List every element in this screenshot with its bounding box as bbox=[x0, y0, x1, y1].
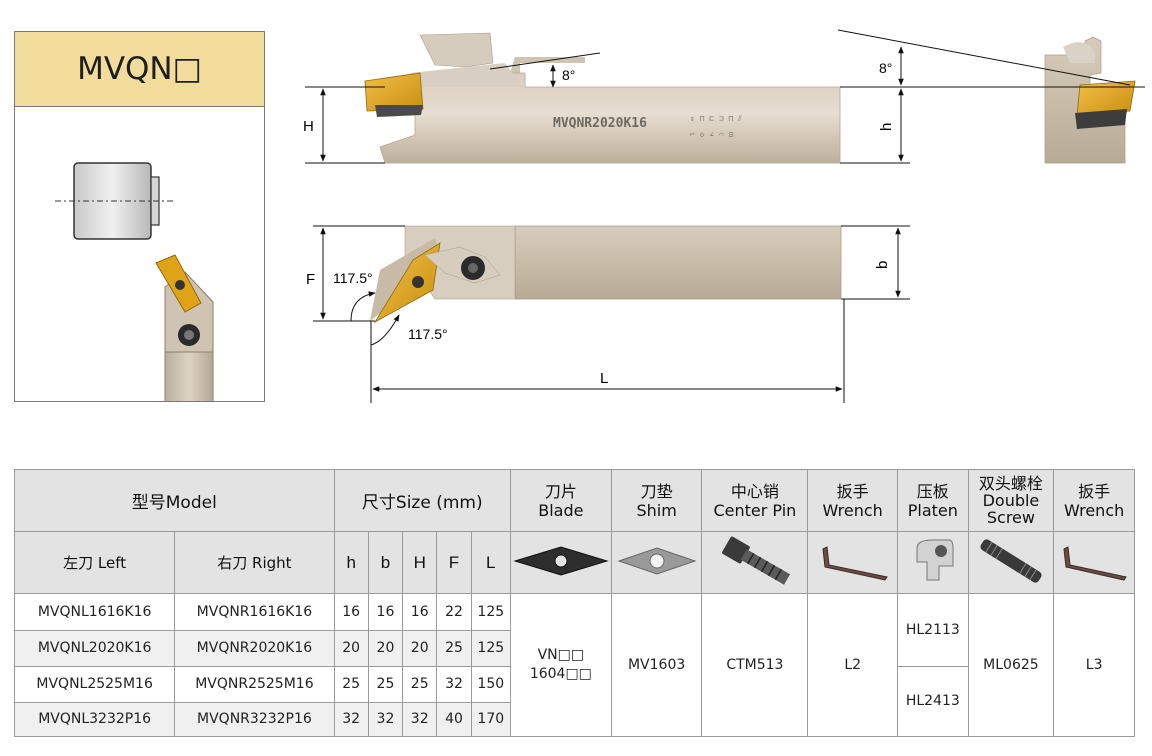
row-3-right: MVQNR3232P16 bbox=[174, 701, 335, 738]
row-3-left: MVQNL3232P16 bbox=[13, 701, 176, 738]
wrench-value: L2 bbox=[807, 593, 899, 737]
row-0-H: 16 bbox=[402, 593, 438, 631]
row-0-F: 22 bbox=[436, 593, 472, 631]
double-screw-value: ML0625 bbox=[967, 593, 1055, 737]
model-marking: MVQNR2020K16 bbox=[553, 116, 647, 131]
wrench-2-value: L3 bbox=[1053, 593, 1135, 737]
top-view-holder bbox=[370, 225, 842, 324]
svg-text:⌐ ◇ ∠ ⌒ ⊡: ⌐ ◇ ∠ ⌒ ⊡ bbox=[690, 130, 734, 139]
double-screw-icon bbox=[980, 539, 1042, 583]
platen-image bbox=[897, 531, 969, 595]
side-view-holder: MVQNR2020K16 ⇕ ⊓ ⊏ ⊐ ⊓ ⫽ ⌐ ◇ ∠ ⌒ ⊡ bbox=[364, 32, 841, 164]
row-0-h: 16 bbox=[333, 593, 369, 631]
header-dim-L: L bbox=[470, 531, 511, 595]
row-1-b: 20 bbox=[367, 629, 404, 667]
application-diagram bbox=[55, 162, 214, 401]
header-dim-b: b bbox=[367, 531, 404, 595]
row-3-h: 32 bbox=[333, 701, 369, 738]
shim-value: MV1603 bbox=[610, 593, 703, 737]
header-left: 左刀 Left bbox=[13, 531, 176, 595]
header-dim-F: F bbox=[436, 531, 472, 595]
dim-H-label: H bbox=[303, 118, 314, 135]
product-box: MVQN□ bbox=[14, 31, 265, 402]
insert-icon bbox=[155, 254, 202, 313]
row-1-F: 25 bbox=[436, 629, 472, 667]
platen-value-2: HL2413 bbox=[897, 665, 969, 738]
row-0-right: MVQNR1616K16 bbox=[174, 593, 335, 631]
row-2-h: 25 bbox=[333, 665, 369, 703]
angle-rake-right-label: 8° bbox=[879, 60, 892, 76]
product-code: MVQN□ bbox=[15, 32, 264, 107]
dim-b-label: b bbox=[874, 261, 891, 269]
angle-upper-arc bbox=[350, 291, 376, 322]
double-screw-image bbox=[967, 531, 1055, 595]
wrench-2-image bbox=[1053, 531, 1135, 595]
row-0-L: 125 bbox=[470, 593, 511, 631]
row-0-left: MVQNL1616K16 bbox=[13, 593, 176, 631]
row-2-F: 32 bbox=[436, 665, 472, 703]
technical-drawing: MVQNR2020K16 ⇕ ⊓ ⊏ ⊐ ⊓ ⫽ ⌐ ◇ ∠ ⌒ ⊡ H 8° … bbox=[303, 29, 1145, 403]
header-size: 尺寸Size (mm) bbox=[333, 468, 511, 533]
row-3-H: 32 bbox=[402, 701, 438, 738]
center-pin-image bbox=[701, 531, 809, 595]
row-1-H: 20 bbox=[402, 629, 438, 667]
row-1-L: 125 bbox=[470, 629, 511, 667]
end-view-holder bbox=[1044, 36, 1136, 164]
header-dim-H: H bbox=[402, 531, 438, 595]
row-0-b: 16 bbox=[367, 593, 404, 631]
row-1-h: 20 bbox=[333, 629, 369, 667]
dim-F-label: F bbox=[306, 271, 315, 288]
wrench-image bbox=[807, 531, 899, 595]
row-2-L: 150 bbox=[470, 665, 511, 703]
dim-h-label: h bbox=[878, 123, 895, 131]
row-3-F: 40 bbox=[436, 701, 472, 738]
angle-upper-label: 117.5° bbox=[333, 270, 373, 286]
wrench-2-icon bbox=[1063, 546, 1127, 581]
row-2-H: 25 bbox=[402, 665, 438, 703]
marking-icons: ⇕ ⊓ ⊏ ⊐ ⊓ ⫽ ⌐ ◇ ∠ ⌒ ⊡ bbox=[690, 114, 742, 139]
shim-image bbox=[610, 531, 703, 595]
row-3-b: 32 bbox=[367, 701, 404, 738]
blade-value: VN□□1604□□ bbox=[509, 593, 612, 737]
svg-text:⇕ ⊓ ⊏ ⊐ ⊓ ⫽: ⇕ ⊓ ⊏ ⊐ ⊓ ⫽ bbox=[690, 114, 742, 123]
header-model: 型号Model bbox=[14, 468, 335, 533]
angle-rake-left-label: 8° bbox=[562, 67, 575, 83]
header-right: 右刀 Right bbox=[174, 531, 335, 595]
rake-line-left bbox=[489, 52, 601, 70]
angle-lower-arc bbox=[370, 314, 400, 346]
rake-line-right bbox=[837, 29, 1131, 86]
angle-lower-label: 117.5° bbox=[408, 326, 448, 342]
shim-icon bbox=[617, 547, 697, 575]
dim-L-label: L bbox=[600, 370, 608, 387]
platen-icon bbox=[916, 539, 954, 581]
wrench-icon bbox=[822, 546, 888, 581]
platen-value-1: HL2113 bbox=[897, 593, 969, 667]
row-1-right: MVQNR2020K16 bbox=[174, 629, 335, 667]
row-2-left: MVQNL2525M16 bbox=[13, 665, 176, 703]
row-2-right: MVQNR2525M16 bbox=[174, 665, 335, 703]
blade-image bbox=[509, 531, 612, 595]
center-pin-value: CTM513 bbox=[701, 593, 809, 737]
blade-insert-icon bbox=[513, 546, 609, 576]
row-2-b: 25 bbox=[367, 665, 404, 703]
row-1-left: MVQNL2020K16 bbox=[13, 629, 176, 667]
header-dim-h: h bbox=[333, 531, 369, 595]
center-pin-icon bbox=[722, 536, 790, 585]
row-3-L: 170 bbox=[470, 701, 511, 738]
